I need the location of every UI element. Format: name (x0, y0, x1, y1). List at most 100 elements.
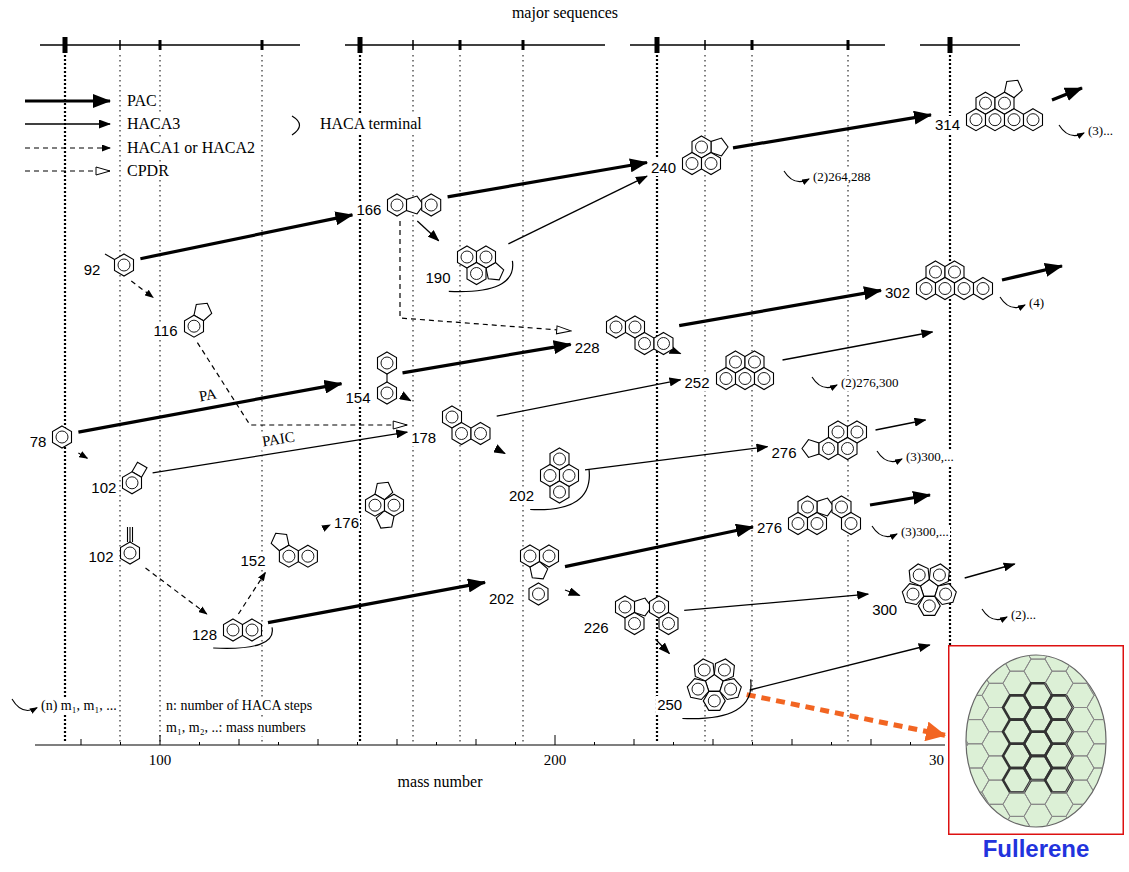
haca-curl-arrow (872, 526, 897, 537)
ring-outline (909, 564, 929, 586)
ring-outline (935, 583, 957, 604)
mass-tick (673, 742, 674, 745)
reaction-arrow (268, 582, 485, 622)
legend-text: HACA3 (125, 115, 182, 133)
aromatic-circle (920, 282, 932, 294)
aromatic-circle (533, 588, 545, 600)
ring-outline (789, 512, 808, 534)
haca-terminal-arc (449, 261, 513, 292)
continuation-arrow (783, 332, 933, 360)
mass-tick (239, 739, 240, 745)
sequence-tick (704, 40, 706, 50)
mass-tick (476, 739, 477, 745)
molecule-drawing (269, 530, 321, 569)
ring-outline (711, 138, 728, 156)
reaction-arrow (78, 384, 341, 433)
fullerene-face (1087, 768, 1115, 792)
mass-number: 226 (583, 619, 610, 636)
molecule-drawing (612, 594, 682, 637)
aromatic-circle (610, 321, 622, 333)
ring-outline (407, 196, 424, 214)
aromatic-circle (729, 356, 741, 368)
ring-outline (521, 545, 540, 567)
mass-tick (436, 742, 437, 745)
aromatic-circle (188, 321, 200, 333)
aromatic-circle (227, 624, 239, 636)
molecule-structure (271, 534, 317, 568)
mass-tick (634, 739, 635, 745)
molecule-node: 116 (153, 300, 214, 339)
sequence-guide (413, 55, 414, 742)
sequence-tick (119, 40, 121, 50)
ring-outline (422, 194, 441, 216)
fullerene-face (961, 720, 989, 744)
molecule-structure (802, 421, 867, 460)
fullerene-cage (966, 655, 1106, 827)
ring-outline (635, 332, 654, 354)
fullerene-face (1045, 792, 1073, 816)
sequence-tick (261, 40, 264, 50)
legend-note: n: number of HACA steps (165, 698, 313, 714)
fullerene-face (961, 792, 989, 816)
aromatic-circle (56, 431, 68, 443)
ring-outline (688, 678, 710, 699)
ring-outline (903, 583, 925, 604)
mass-number: 166 (355, 201, 382, 218)
fullerene-face (1066, 708, 1094, 732)
aromatic-circle (657, 337, 669, 349)
aromatic-circle (381, 387, 393, 399)
molecule-drawing (103, 252, 137, 278)
aromatic-circle (958, 282, 970, 294)
mass-number: 178 (410, 429, 437, 446)
aromatic-circle (939, 282, 951, 294)
molecule-drawing (913, 259, 996, 302)
molecule-structure (967, 80, 1043, 130)
edge-label: PA (195, 385, 220, 406)
mass-tick (397, 739, 398, 745)
aromatic-circle (126, 477, 138, 489)
fullerene-face (1045, 768, 1073, 792)
reaction-arrow (656, 639, 670, 653)
ring-outline (471, 422, 490, 444)
mass-number: 250 (656, 696, 683, 713)
ring-outline (659, 612, 678, 634)
fullerene-face (948, 780, 968, 804)
aromatic-circle (930, 266, 942, 278)
reaction-arrow (684, 594, 868, 610)
legend-text: HACA terminal (318, 115, 424, 133)
aromatic-circle (686, 157, 698, 169)
mass-tick (752, 742, 753, 745)
mass-tick (792, 739, 793, 745)
aromatic-circle (470, 267, 482, 279)
molecule-drawing (181, 300, 214, 339)
fullerene-face (1045, 816, 1073, 835)
ring-outline (802, 439, 819, 457)
aromatic-circle (524, 550, 536, 562)
fullerene-face (1108, 804, 1124, 828)
reaction-arrow (679, 352, 680, 354)
molecule-node: 302 (884, 259, 996, 302)
haca-steps-note: (3)... (1087, 124, 1114, 139)
continuation-arrow (965, 564, 1015, 578)
aromatic-circle (739, 372, 751, 384)
node-title: Fullerene (981, 835, 1092, 863)
haca-steps-note: (3)300,... (905, 450, 955, 465)
haca-curl-arrow (12, 699, 37, 710)
molecule-structure (521, 545, 559, 605)
axis-title: major sequences (511, 4, 619, 22)
molecule-structure (683, 136, 729, 175)
mass-tick (357, 742, 358, 745)
molecule-drawing (517, 543, 562, 607)
ring-outline (967, 109, 986, 131)
aromatic-circle (949, 266, 961, 278)
aromatic-circle (653, 601, 665, 613)
mass-number: 202 (508, 487, 535, 504)
molecule-node: 78 (29, 424, 76, 450)
mass-tick (160, 735, 161, 745)
fullerene-face (1003, 792, 1031, 816)
ring-outline (388, 194, 407, 216)
haca-curl-arrow (1059, 125, 1084, 136)
aromatic-circle (822, 442, 834, 454)
molecule-structure (789, 496, 861, 535)
ring-outline (243, 619, 262, 641)
